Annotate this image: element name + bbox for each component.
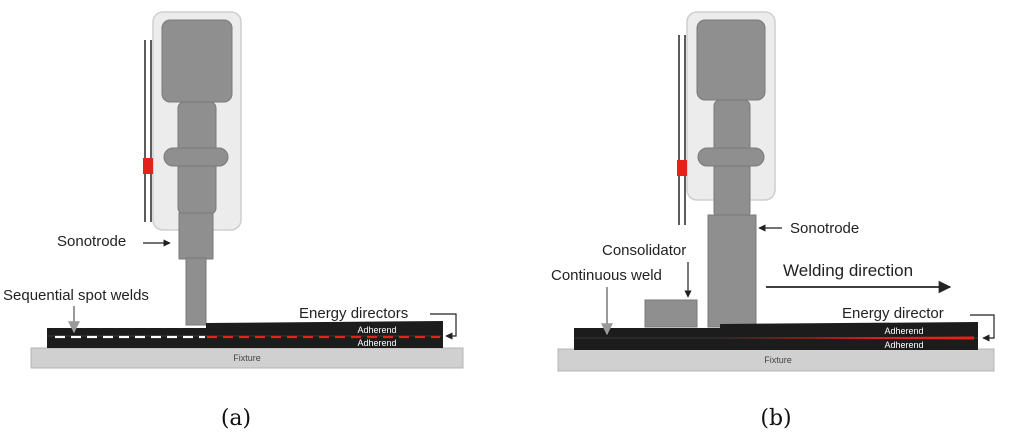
transducer	[696, 19, 766, 101]
adherend-top	[47, 321, 443, 336]
sequential-spot-welds-label: Sequential spot welds	[3, 287, 149, 304]
caption-a: (a)	[221, 406, 251, 431]
sonotrode-label: Sonotrode	[790, 220, 859, 237]
adherend-top	[574, 322, 978, 338]
sonotrode-tip	[185, 257, 207, 326]
adherend-bottom-label: Adherend	[357, 338, 396, 348]
position-marker	[677, 160, 687, 176]
position-marker	[143, 158, 153, 174]
transducer	[161, 19, 233, 103]
fixture-label: Fixture	[233, 353, 261, 363]
adherend-top-label: Adherend	[884, 326, 923, 336]
continuous-weld-label: Continuous weld	[551, 267, 662, 284]
consolidator-label: Consolidator	[602, 242, 686, 259]
welding-direction-label: Welding direction	[783, 261, 913, 280]
sonotrode-upper	[178, 212, 214, 260]
adherend-bottom	[574, 338, 978, 350]
adherend-bottom	[47, 336, 443, 348]
energy-director-arrow	[970, 314, 995, 342]
consolidator	[644, 299, 698, 328]
guide-rail	[677, 35, 687, 225]
energy-directors-arrow	[430, 313, 457, 340]
energy-director-label: Energy director	[842, 305, 944, 322]
energy-director-line	[725, 336, 974, 340]
adherend-bottom-label: Adherend	[884, 340, 923, 350]
panel-a: Fixture Adherend Adherend Sonotrode Sequ…	[3, 11, 464, 431]
energy-directors-label: Energy directors	[299, 305, 408, 322]
caption-b: (b)	[760, 406, 791, 431]
booster-flange	[163, 147, 229, 167]
guide-rail	[143, 40, 153, 222]
panel-b: Fixture Adherend Adherend Sonotrode Cons…	[551, 11, 995, 431]
sonotrode-label: Sonotrode	[57, 233, 126, 250]
adherend-top-label: Adherend	[357, 325, 396, 335]
sonotrode	[707, 214, 757, 328]
booster-flange	[697, 147, 765, 167]
fixture-label: Fixture	[764, 355, 792, 365]
